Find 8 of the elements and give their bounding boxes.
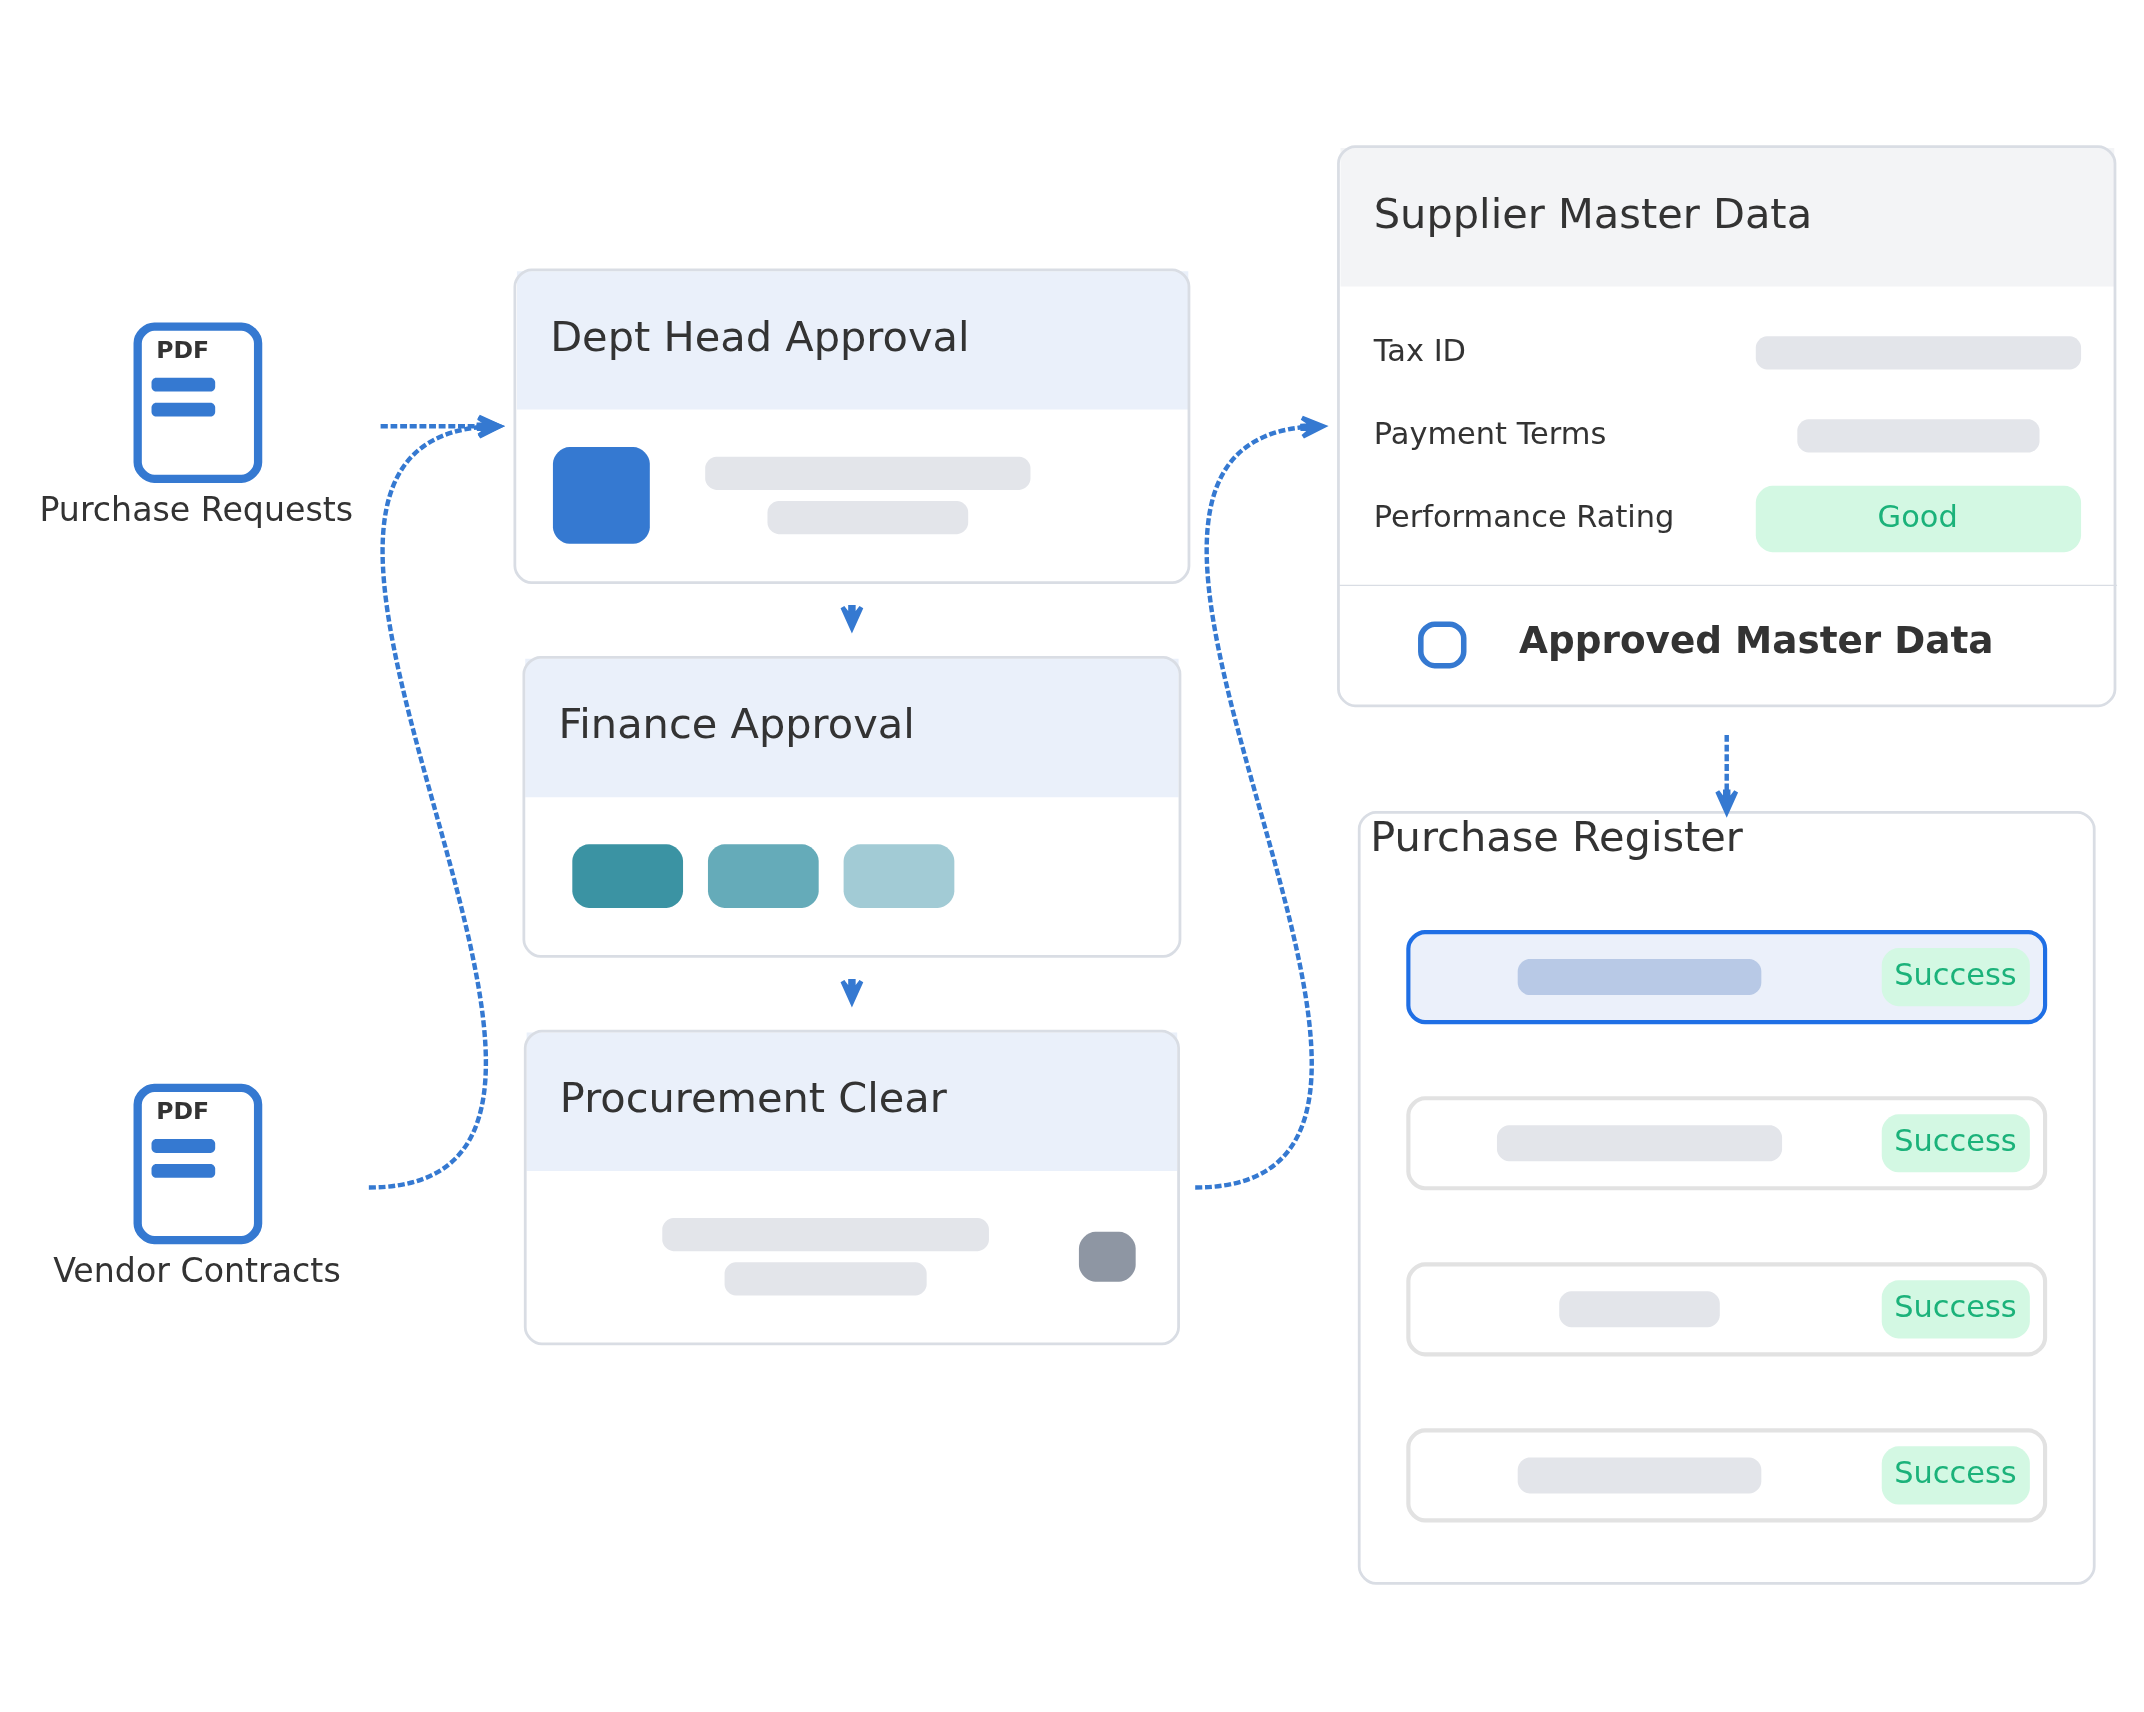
node-label: Vendor Contracts bbox=[53, 1250, 341, 1290]
node-box: PDF bbox=[133, 322, 263, 483]
arrow bbox=[840, 605, 864, 631]
node-label: Purchase Requests bbox=[39, 489, 354, 529]
arrow bbox=[1194, 415, 1326, 1190]
arrow bbox=[1715, 734, 1739, 815]
node-box: PDF bbox=[133, 1083, 263, 1245]
arrow bbox=[840, 979, 864, 1005]
